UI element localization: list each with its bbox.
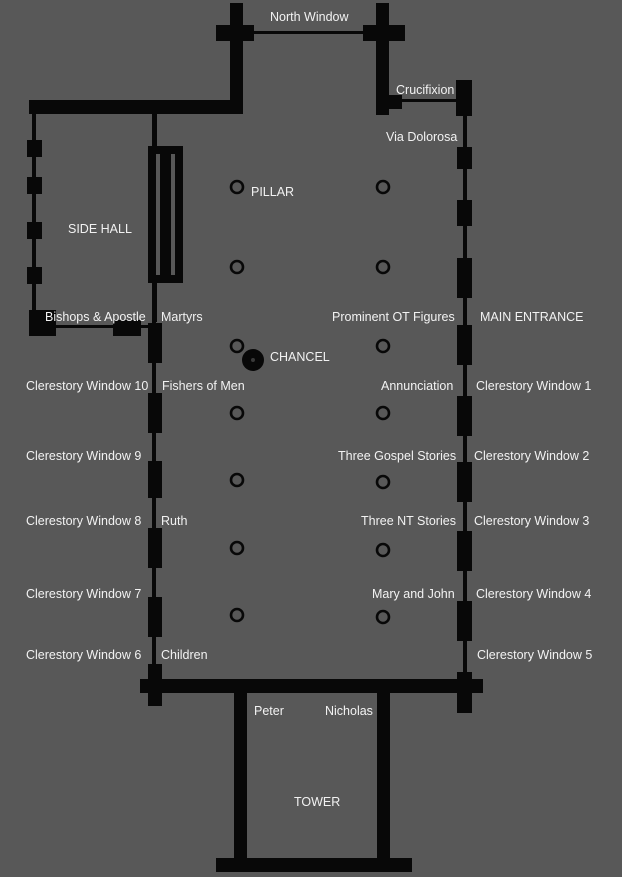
label-children: Children [161,648,208,662]
right-pier-5 [457,396,472,436]
right-pier-3 [457,258,472,298]
side-hall-window-2 [27,177,42,194]
side-hall-window-1 [27,140,42,157]
left-pier-5 [148,597,162,637]
left-pier-3 [148,461,162,498]
crucifixion-line [400,99,460,102]
walls [27,3,483,872]
label-three-nt-stories: Three NT Stories [361,514,456,528]
label-chancel: CHANCEL [270,350,330,364]
label-clerestory-window-7: Clerestory Window 7 [26,587,141,601]
crucifixion-block [456,80,472,116]
side-hall-bottom-line [54,325,154,328]
label-clerestory-window-2: Clerestory Window 2 [474,449,589,463]
north-window-left-bar [216,25,254,41]
right-pier-2 [457,200,472,226]
left-pier-2 [148,393,162,433]
label-mary-and-john: Mary and John [372,587,455,601]
label-ruth: Ruth [161,514,187,528]
pillar-marker [375,338,391,354]
pillar-marker [375,542,391,558]
label-clerestory-window-10: Clerestory Window 10 [26,379,148,393]
pillar-marker [375,609,391,625]
side-hall-window-4 [27,267,42,284]
north-window-left-post [230,3,243,114]
side-hall-corner-block [29,310,56,336]
left-nave-wall [152,320,156,692]
side-hall-left-wall [32,112,36,322]
label-clerestory-window-8: Clerestory Window 8 [26,514,141,528]
label-annunciation: Annunciation [381,379,453,393]
label-pillar: PILLAR [251,185,294,199]
pillar-marker [375,179,391,195]
crucifixion-bracket [376,95,402,109]
left-pier-1 [148,323,162,363]
pillar-marker [375,405,391,421]
label-main-entrance: MAIN ENTRANCE [480,310,583,324]
label-prominent-ot-figures: Prominent OT Figures [332,310,455,324]
label-bishops-apostle: Bishops & Apostle [45,310,146,324]
labels: North Window Crucifixion Via Dolorosa PI… [26,10,592,809]
label-peter: Peter [254,704,284,718]
pillars [229,179,391,625]
pillar-marker [229,338,245,354]
north-window-line [243,31,375,34]
pillar-marker [229,607,245,623]
side-hall-divider-top [152,113,157,149]
label-three-gospel-stories: Three Gospel Stories [338,449,456,463]
left-pier-4 [148,528,162,568]
label-fishers-of-men: Fishers of Men [162,379,245,393]
interior-wall-core [160,154,171,275]
label-clerestory-window-1: Clerestory Window 1 [476,379,591,393]
side-hall-window-3 [27,222,42,239]
label-side-hall: SIDE HALL [68,222,132,236]
label-clerestory-window-3: Clerestory Window 3 [474,514,589,528]
side-hall-top-wall [29,100,243,114]
right-pier-8 [457,601,472,641]
label-clerestory-window-5: Clerestory Window 5 [477,648,592,662]
label-clerestory-window-9: Clerestory Window 9 [26,449,141,463]
pillar-marker [229,472,245,488]
right-pier-4 [457,325,472,365]
label-clerestory-window-4: Clerestory Window 4 [476,587,591,601]
north-window-right-bar [363,25,405,41]
tower-right-wall [377,690,390,865]
tower-left-wall [234,690,247,865]
right-pier-1 [457,147,472,169]
label-via-dolorosa: Via Dolorosa [386,130,457,144]
pillar-marker [375,259,391,275]
bishops-apostle-block [113,320,141,336]
pillar-marker [229,259,245,275]
label-martyrs: Martyrs [161,310,203,324]
pillar-marker [229,179,245,195]
pillar-marker [229,405,245,421]
pillar-marker [375,474,391,490]
right-pier-7 [457,531,472,571]
label-crucifixion: Crucifixion [396,83,454,97]
label-nicholas: Nicholas [325,704,373,718]
right-pier-6 [457,462,472,502]
side-hall-divider-bottom [152,282,157,322]
label-clerestory-window-6: Clerestory Window 6 [26,648,141,662]
label-tower: TOWER [294,795,340,809]
south-wall [140,679,483,693]
tower-base-wall [216,858,412,872]
chancel-marker-dot [251,358,255,362]
pillar-marker [229,540,245,556]
label-north-window: North Window [270,10,349,24]
